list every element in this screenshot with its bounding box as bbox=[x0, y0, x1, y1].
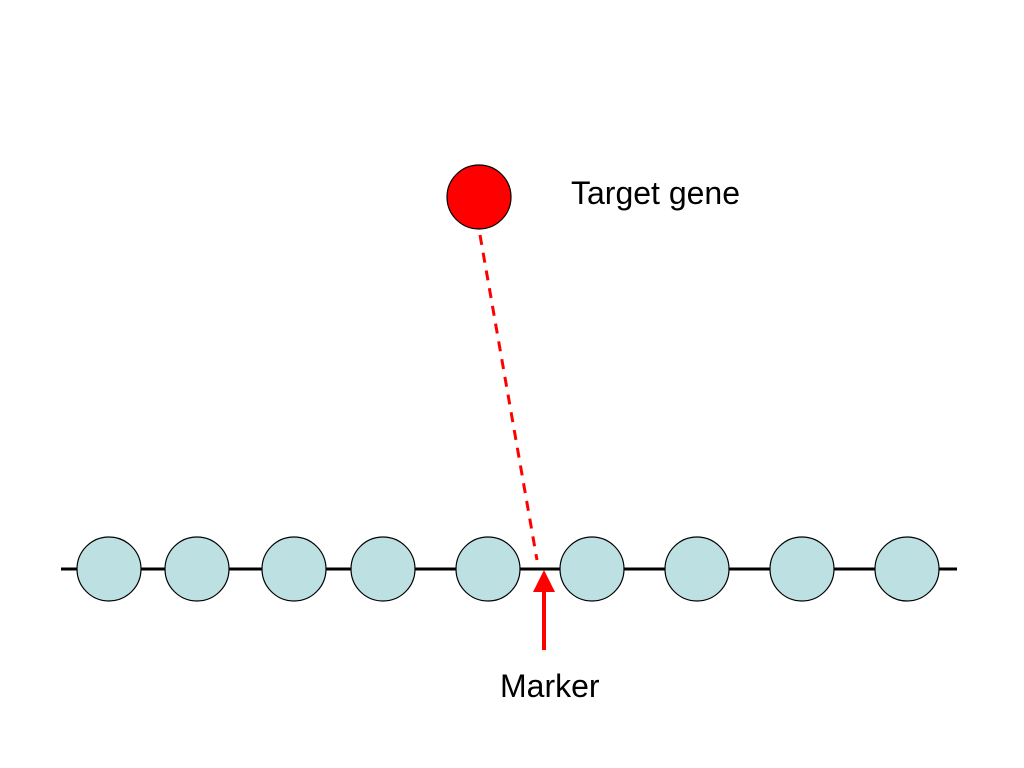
locus-circle bbox=[350, 536, 416, 602]
locus-circle bbox=[769, 536, 835, 602]
linkage-dashed-line bbox=[478, 234, 539, 561]
locus-circle bbox=[455, 536, 521, 602]
marker-arrow-head bbox=[533, 570, 555, 592]
locus-circle bbox=[664, 536, 730, 602]
locus-circle bbox=[261, 536, 327, 602]
locus-circle bbox=[164, 536, 230, 602]
locus-circle bbox=[76, 536, 142, 602]
locus-circle bbox=[874, 536, 940, 602]
target-gene-label: Target gene bbox=[571, 175, 741, 211]
locus-group bbox=[76, 536, 940, 602]
marker-label: Marker bbox=[500, 668, 600, 704]
target-gene-circle bbox=[446, 164, 512, 230]
locus-circle bbox=[559, 536, 625, 602]
